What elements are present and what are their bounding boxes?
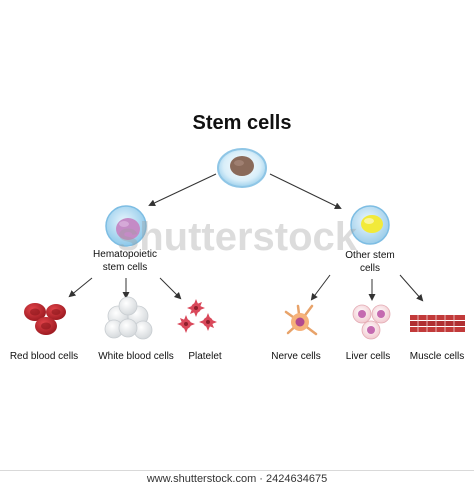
arrow-to-nerve [310,274,331,301]
red-blood-cells-icon [24,303,66,335]
label-liver-cells: Liver cells [346,351,390,362]
muscle-cells-icon [410,315,465,332]
other-label-line2: cells [360,263,380,274]
arrow-to-other [269,173,342,209]
hematopoietic-label-line1: Hematopoietic [93,249,157,260]
diagram-title: Stem cells [193,112,292,134]
platelet-icon [177,299,217,333]
hematopoietic-stem-cell-icon [105,205,147,247]
hematopoietic-label-line2: stem cells [103,262,147,273]
other-label-line1: Other stem [345,250,394,261]
liver-cells-icon [352,304,391,340]
white-blood-cells-icon [104,296,153,340]
label-nerve-cells: Nerve cells [271,351,320,362]
label-white-blood-cells: White blood cells [98,351,174,362]
label-muscle-cells: Muscle cells [410,351,464,362]
arrow-to-platelet [159,277,182,300]
footer-credit: www.shutterstock.com · 2424634675 [146,473,328,485]
footer-bar [0,470,474,490]
arrow-to-muscle [399,274,424,302]
watermark: shutterstock [117,215,358,259]
nerve-cell-icon [284,304,318,336]
label-red-blood-cells: Red blood cells [10,351,78,362]
label-platelet: Platelet [188,351,222,362]
stem-cell-icon [217,148,267,188]
arrow-to-hematopoietic [148,173,217,207]
other-stem-cell-icon [350,205,390,245]
arrow-to-red [68,277,93,298]
